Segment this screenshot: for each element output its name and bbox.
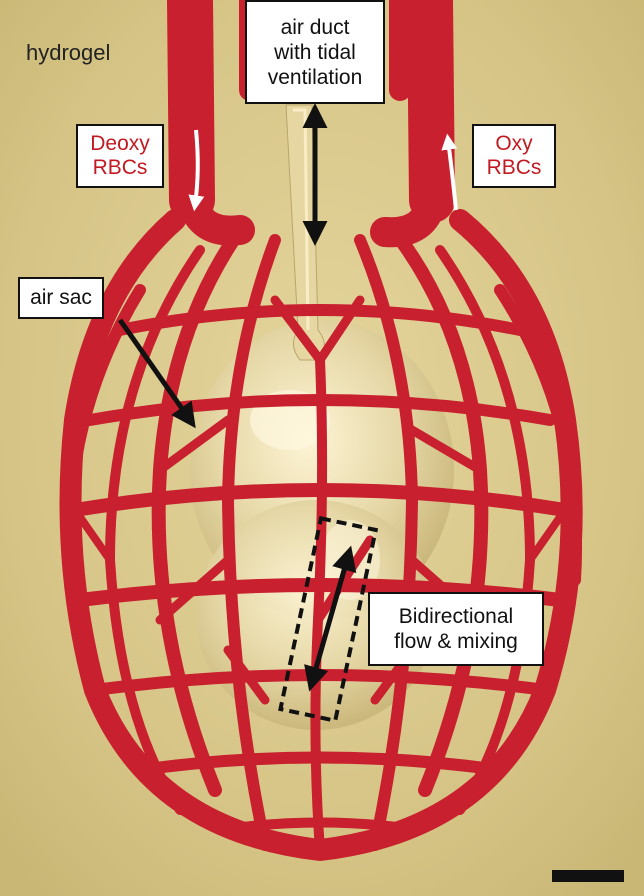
bidirectional-label-line-1: Bidirectional [398, 605, 514, 628]
oxy-rbcs-label: Oxy RBCs [472, 124, 556, 188]
oxy-label-line-2: RBCs [486, 156, 542, 179]
air-duct-label: air duct with tidal ventilation [245, 0, 385, 104]
air-sac-pointer-arrow [117, 318, 196, 429]
air-duct-label-line-1: air duct [280, 15, 350, 39]
air-duct-label-line-3: ventilation [267, 65, 363, 89]
deoxy-label-line-1: Deoxy [90, 132, 150, 155]
oxy-flow-arrow [441, 133, 458, 211]
scale-bar [552, 870, 624, 882]
bidirectional-label-line-2: flow & mixing [394, 630, 518, 653]
bidirectional-flow-arrow [304, 545, 357, 692]
bidirectional-flow-label: Bidirectional flow & mixing [368, 592, 544, 666]
air-sac-label: air sac [18, 277, 104, 319]
air-duct-label-line-2: with tidal [274, 40, 356, 64]
deoxy-label-line-2: RBCs [92, 156, 148, 179]
oxy-label-line-1: Oxy [495, 132, 533, 155]
hydrogel-label: hydrogel [26, 40, 111, 65]
deoxy-rbcs-label: Deoxy RBCs [76, 124, 164, 188]
deoxy-flow-arrow [188, 129, 205, 212]
